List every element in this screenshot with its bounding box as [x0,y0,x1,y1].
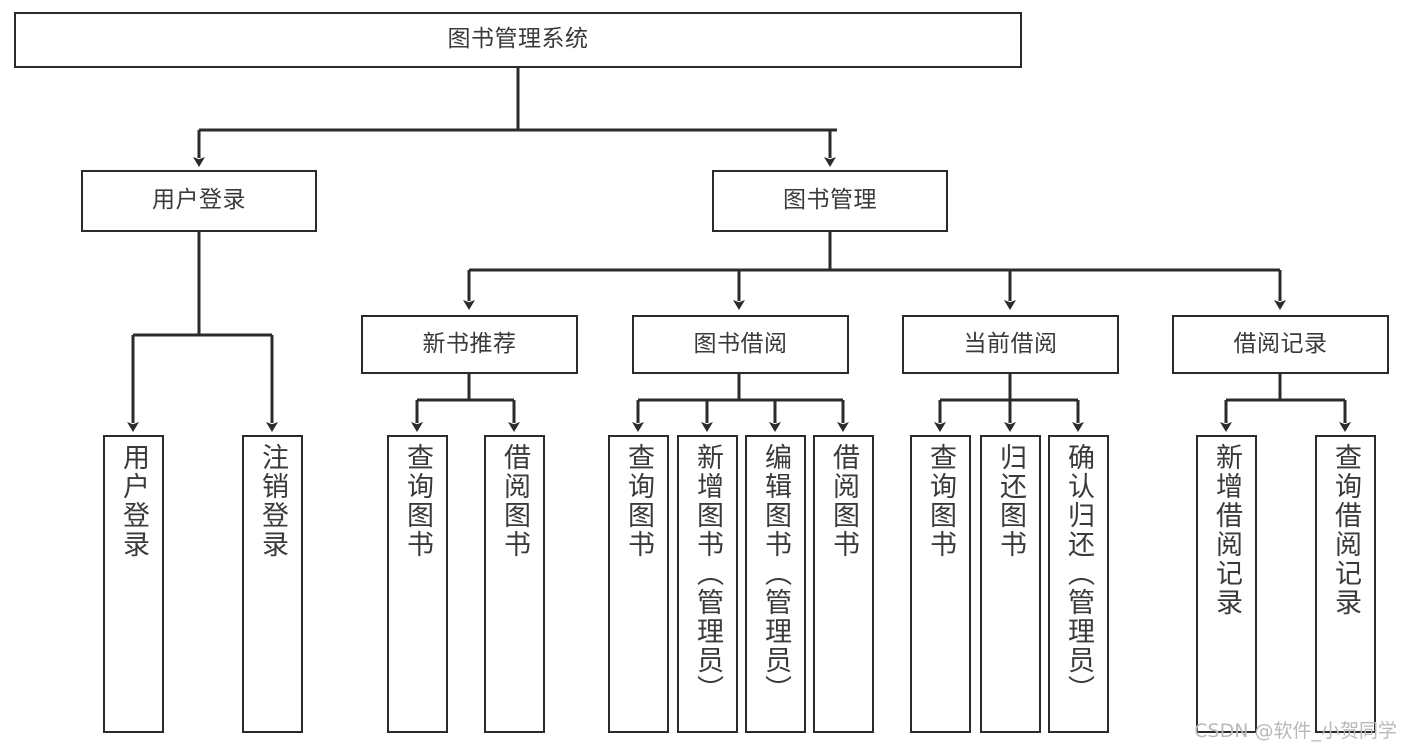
leaf-book-borrow-add[interactable]: 新增图书（管理员） [677,435,738,733]
node-label: 用户登录 [118,443,149,559]
node-book-borrow[interactable]: 图书借阅 [632,315,849,374]
leaf-current-borrow-confirm-return[interactable]: 确认归还（管理员） [1048,435,1109,733]
node-label: 新增借阅记录 [1211,443,1242,617]
node-label: 确认归还（管理员） [1063,443,1094,704]
node-label: 查询图书 [623,443,654,559]
leaf-book-borrow-borrow[interactable]: 借阅图书 [813,435,874,733]
node-label: 查询借阅记录 [1330,443,1361,617]
node-label: 图书管理系统 [447,26,589,53]
node-label: 借阅图书 [828,443,859,559]
node-label: 图书借阅 [693,330,788,357]
leaf-current-borrow-return[interactable]: 归还图书 [980,435,1041,733]
leaf-new-book-query[interactable]: 查询图书 [387,435,448,733]
node-label: 归还图书 [995,443,1026,559]
node-label: 当前借阅 [963,330,1058,357]
node-new-book-recommend[interactable]: 新书推荐 [361,315,578,374]
leaf-user-login-login[interactable]: 用户登录 [103,435,164,733]
node-label: 查询图书 [925,443,956,559]
leaf-book-borrow-query[interactable]: 查询图书 [608,435,669,733]
leaf-new-book-borrow[interactable]: 借阅图书 [484,435,545,733]
node-label: 注销登录 [257,443,288,559]
node-user-login[interactable]: 用户登录 [81,170,317,232]
node-book-management[interactable]: 图书管理 [712,170,948,232]
node-label: 编辑图书（管理员） [760,443,791,704]
leaf-borrow-record-query[interactable]: 查询借阅记录 [1315,435,1376,733]
node-label: 新增图书（管理员） [692,443,723,704]
node-label: 借阅记录 [1233,330,1328,357]
node-current-borrow[interactable]: 当前借阅 [902,315,1119,374]
leaf-borrow-record-add[interactable]: 新增借阅记录 [1196,435,1257,733]
node-label: 图书管理 [783,187,877,214]
node-root-system[interactable]: 图书管理系统 [14,12,1022,68]
node-borrow-record[interactable]: 借阅记录 [1172,315,1389,374]
leaf-user-login-logout[interactable]: 注销登录 [242,435,303,733]
node-label: 新书推荐 [422,330,517,357]
leaf-book-borrow-edit[interactable]: 编辑图书（管理员） [745,435,806,733]
node-label: 用户登录 [152,187,246,214]
node-label: 借阅图书 [499,443,530,559]
watermark: CSDN @软件_小贺同学 [1194,720,1397,742]
leaf-current-borrow-query[interactable]: 查询图书 [910,435,971,733]
node-label: 查询图书 [402,443,433,559]
